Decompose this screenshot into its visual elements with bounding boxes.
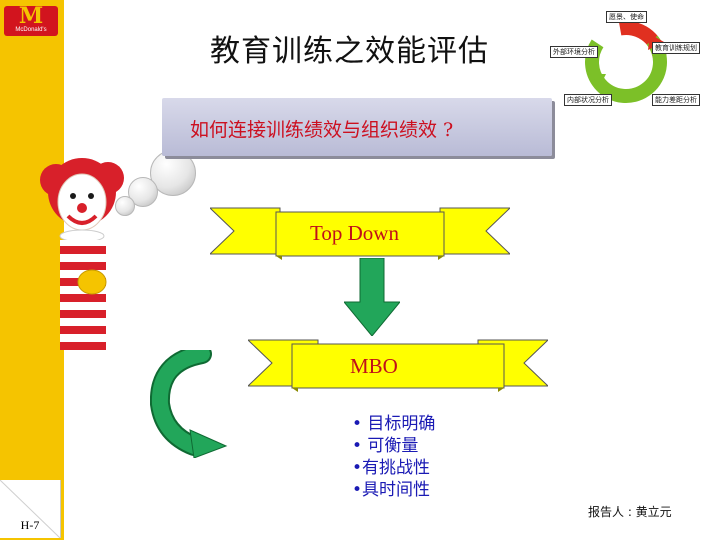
list-item: • 可衡量 (352, 436, 419, 456)
cycle-label-external: 外部环境分析 (550, 46, 598, 58)
cycle-arrows-icon (585, 21, 667, 103)
logo-brand: McDonald's (15, 27, 47, 33)
box-diagonal-icon (0, 479, 61, 539)
question-box: 如何连接训练绩效与组织绩效 ? (162, 98, 552, 156)
page-title: 教育训练之效能评估 (210, 34, 489, 69)
page-number: H-7 (20, 518, 40, 532)
reporter-credit: 报告人 : 黄立元 (588, 505, 672, 519)
page-number-box (0, 479, 61, 539)
brand-strip: M McDonald's H-7 (0, 0, 64, 540)
list-item: •有挑战性 (352, 458, 431, 478)
banner-mbo (248, 339, 548, 392)
question-text: 如何连接训练绩效与组织绩效 ? (190, 119, 454, 141)
mbo-label: MBO (350, 354, 398, 378)
cycle-label-training: 教育训练规划 (652, 42, 700, 54)
cycle-label-internal: 内部状况分析 (564, 94, 612, 106)
top-down-label: Top Down (310, 221, 399, 245)
cycle-label-gap: 能力差距分析 (652, 94, 700, 106)
planning-cycle-diagram: 愿景、使命 外部环境分析 教育训练规划 内部状况分析 能力差距分析 (550, 8, 712, 110)
curved-arrow-icon (150, 350, 228, 458)
mbo-criteria-list: • 目标明确 • 可衡量 •有挑战性 •具时间性 (352, 413, 435, 501)
cycle-label-vision: 愿景、使命 (606, 11, 647, 23)
mcdonalds-logo-icon: M McDonald's (4, 3, 58, 36)
list-item: • 目标明确 (352, 414, 436, 434)
banner-top-down (210, 207, 510, 260)
down-arrow-icon (344, 258, 400, 336)
list-item: •具时间性 (352, 480, 431, 500)
logo-symbol: M (18, 3, 44, 29)
clown-mascot (40, 158, 124, 350)
thought-bubble (115, 196, 135, 216)
